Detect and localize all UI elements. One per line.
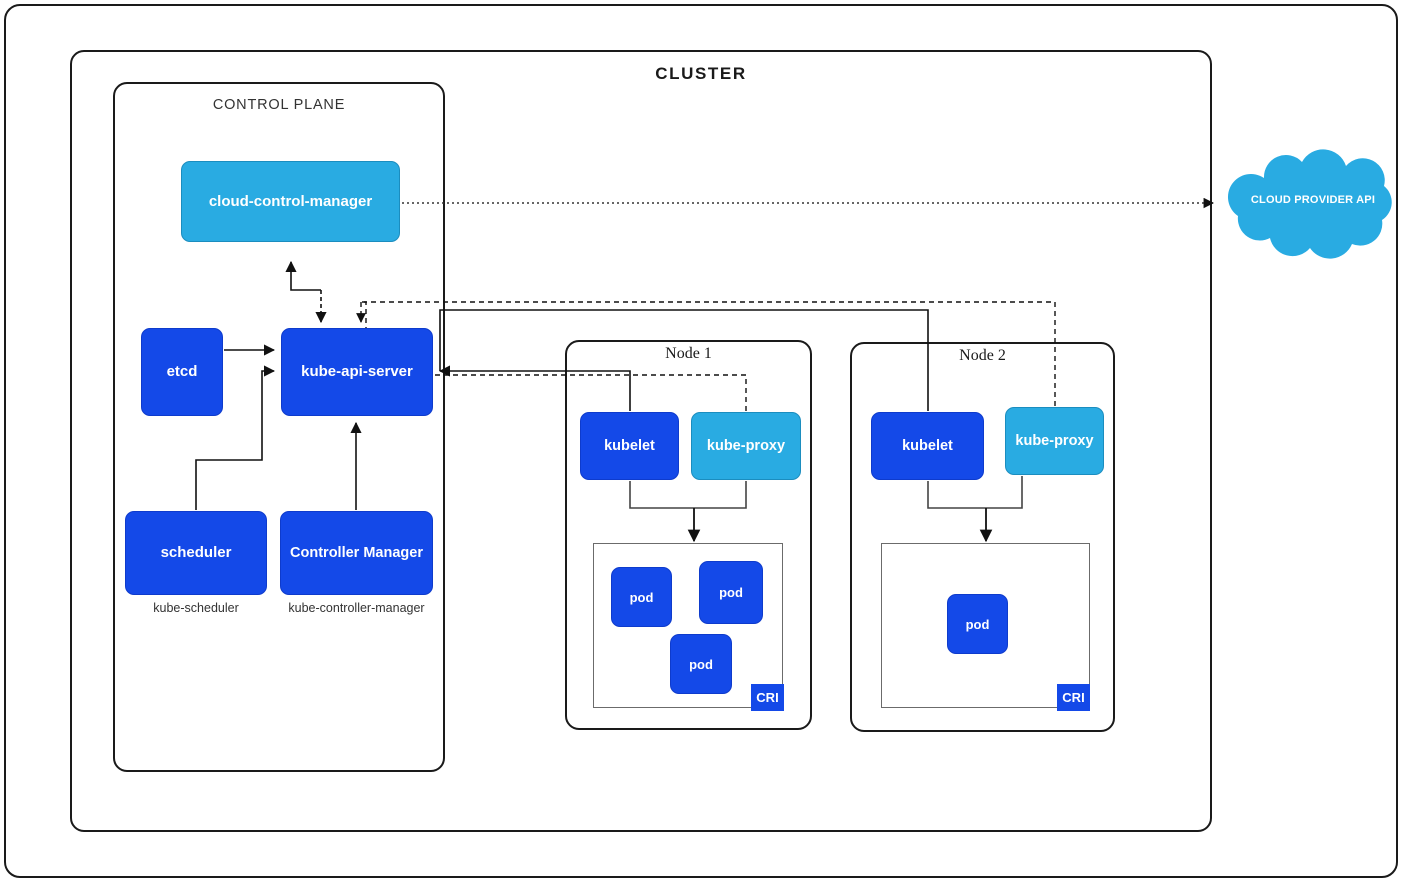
controller-manager-box[interactable]: Controller Manager [280, 511, 433, 595]
scheduler-sublabel: kube-scheduler [153, 601, 239, 615]
node-2-kubelet-box[interactable]: kubelet [871, 412, 984, 480]
node-2-pod[interactable]: pod [947, 594, 1008, 654]
node-1-cri-badge: CRI [751, 684, 784, 711]
cluster-frame [70, 50, 1212, 832]
control-plane-frame [113, 82, 445, 772]
diagram-outer-frame [4, 4, 1398, 878]
node-1-pod[interactable]: pod [611, 567, 672, 627]
etcd-box[interactable]: etcd [141, 328, 223, 416]
cloud-provider-api-icon[interactable] [1224, 140, 1402, 265]
kube-api-server-box[interactable]: kube-api-server [281, 328, 433, 416]
node-1-kubelet-box[interactable]: kubelet [580, 412, 679, 480]
node-2-kube-proxy-box[interactable]: kube-proxy [1005, 407, 1104, 475]
controller-manager-sublabel: kube-controller-manager [288, 601, 425, 615]
node-2-cri-badge: CRI [1057, 684, 1090, 711]
node-1-pod[interactable]: pod [699, 561, 763, 624]
scheduler-box[interactable]: scheduler [125, 511, 267, 595]
node-1-pod[interactable]: pod [670, 634, 732, 694]
cloud-control-manager-box[interactable]: cloud-control-manager [181, 161, 400, 242]
node-1-kube-proxy-box[interactable]: kube-proxy [691, 412, 801, 480]
